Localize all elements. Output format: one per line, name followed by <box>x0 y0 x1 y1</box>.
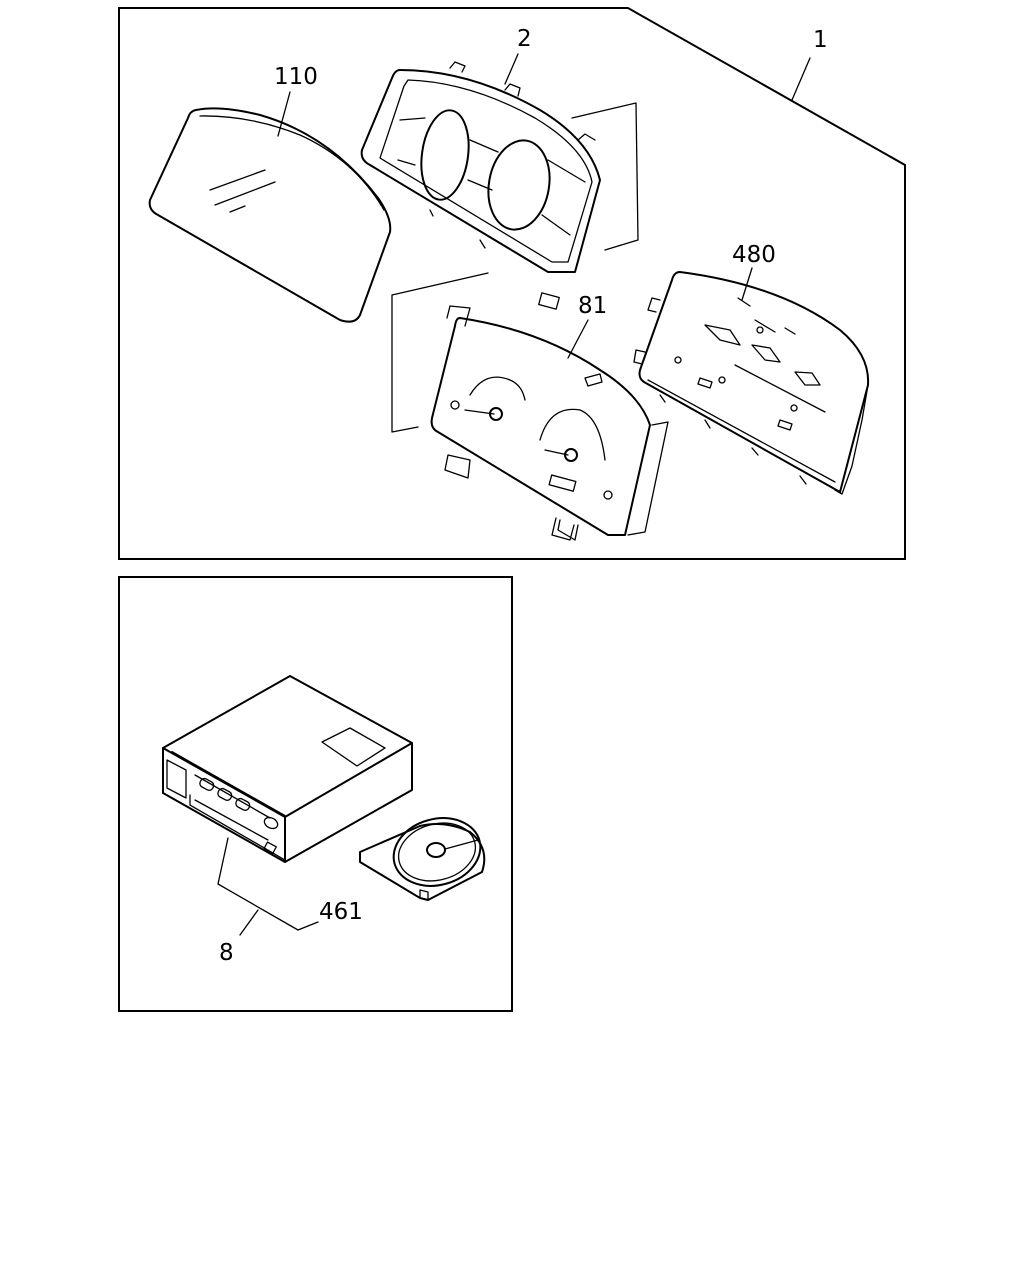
unit-part <box>162 675 413 863</box>
disc-part <box>359 817 486 901</box>
case-part <box>360 61 601 273</box>
label-board: 480 <box>732 242 776 268</box>
label-disc: 461 <box>319 899 363 925</box>
leader-lines-lower <box>217 837 319 936</box>
label-case: 2 <box>517 26 532 52</box>
upper-labels: 110 2 1 480 81 <box>274 26 828 319</box>
dial-part <box>430 292 669 541</box>
label-lens: 110 <box>274 64 318 90</box>
bracket-lines <box>391 102 639 433</box>
label-dial: 81 <box>578 293 607 319</box>
label-assembly: 1 <box>813 27 828 53</box>
lower-labels: 461 8 <box>219 899 363 966</box>
lens-part <box>148 107 392 323</box>
board-part <box>633 271 870 495</box>
leader-lines-upper <box>277 53 811 359</box>
lower-frame <box>118 576 513 1012</box>
upper-frame <box>118 7 906 560</box>
label-unit: 8 <box>219 940 234 966</box>
